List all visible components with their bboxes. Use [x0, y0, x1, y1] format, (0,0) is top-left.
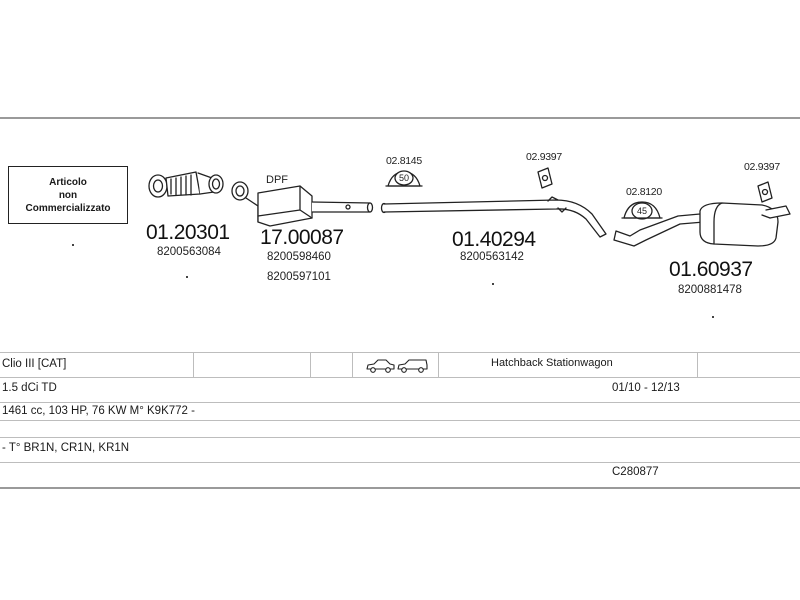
rubber-hanger-2-drawing	[757, 181, 773, 203]
dpf-label: DPF	[266, 174, 288, 186]
not-commercialized-box: Articolo non Commercializzato	[8, 166, 128, 224]
spec-row-divider	[0, 462, 800, 463]
diagram-bottom-border	[0, 487, 800, 489]
front-pipe-drawing	[148, 171, 224, 198]
oe-number-rear-silencer: 8200881478	[678, 284, 742, 296]
diagram-top-border	[0, 117, 800, 119]
hatchback-car-icon	[366, 359, 395, 373]
part-code-dpf: 17.00087	[260, 226, 344, 249]
spec-row-divider	[0, 352, 800, 353]
stationwagon-car-icon	[397, 359, 428, 373]
position-marker	[492, 283, 494, 285]
position-marker	[712, 316, 714, 318]
part-code-middle-pipe: 01.40294	[452, 228, 536, 251]
engine-name: 1.5 dCi TD	[2, 382, 57, 394]
middle-pipe-drawing	[380, 196, 607, 238]
oe-number-front-pipe: 8200563084	[157, 246, 221, 258]
accessory-code-hanger: 02.9397	[526, 151, 562, 163]
position-marker	[72, 244, 74, 246]
accessory-code-ring-45: 02.8120	[626, 186, 662, 198]
catalog-code: C280877	[612, 466, 659, 478]
body-types: Hatchback Stationwagon	[491, 357, 613, 369]
ring-50-label: 50	[399, 173, 409, 183]
part-code-front-pipe: 01.20301	[146, 221, 230, 244]
clamp-ring-45-drawing	[621, 201, 663, 220]
oe-number-dpf-1: 8200598460	[267, 251, 331, 263]
accessory-code-hanger-2: 02.9397	[744, 161, 780, 173]
not-commercialized-line2: non	[58, 189, 78, 201]
body-type-icons	[366, 359, 428, 373]
rubber-hanger-drawing	[537, 167, 553, 189]
engine-details: 1461 cc, 103 HP, 76 KW M° K9K772 -	[2, 405, 195, 417]
part-code-rear-silencer: 01.60937	[669, 258, 753, 281]
dpf-drawing	[231, 181, 374, 227]
accessory-code-ring-50: 02.8145	[386, 155, 422, 167]
exhaust-system-drawing: 50 45	[148, 167, 791, 247]
spec-row-divider	[0, 377, 800, 378]
spec-col-divider	[352, 352, 353, 377]
ring-45-label: 45	[637, 206, 647, 216]
rubber-ring-50-drawing	[385, 170, 423, 187]
not-commercialized-line3: Commercializzato	[25, 202, 111, 214]
oe-number-middle-pipe: 8200563142	[460, 251, 524, 263]
spec-col-divider	[697, 352, 698, 377]
type-codes: - T° BR1N, CR1N, KR1N	[2, 442, 130, 454]
spec-row-divider	[0, 402, 800, 403]
not-commercialized-line1: Articolo	[49, 176, 87, 188]
vehicle-model: Clio III [CAT]	[2, 358, 67, 370]
spec-col-divider	[193, 352, 194, 377]
spec-row-divider	[0, 437, 800, 438]
spec-row-divider	[0, 420, 800, 421]
spec-col-divider	[438, 352, 439, 377]
oe-number-dpf-2: 8200597101	[267, 271, 331, 283]
position-marker	[186, 276, 188, 278]
production-period: 01/10 - 12/13	[612, 382, 680, 394]
spec-col-divider	[310, 352, 311, 377]
rear-silencer-drawing	[613, 202, 791, 247]
